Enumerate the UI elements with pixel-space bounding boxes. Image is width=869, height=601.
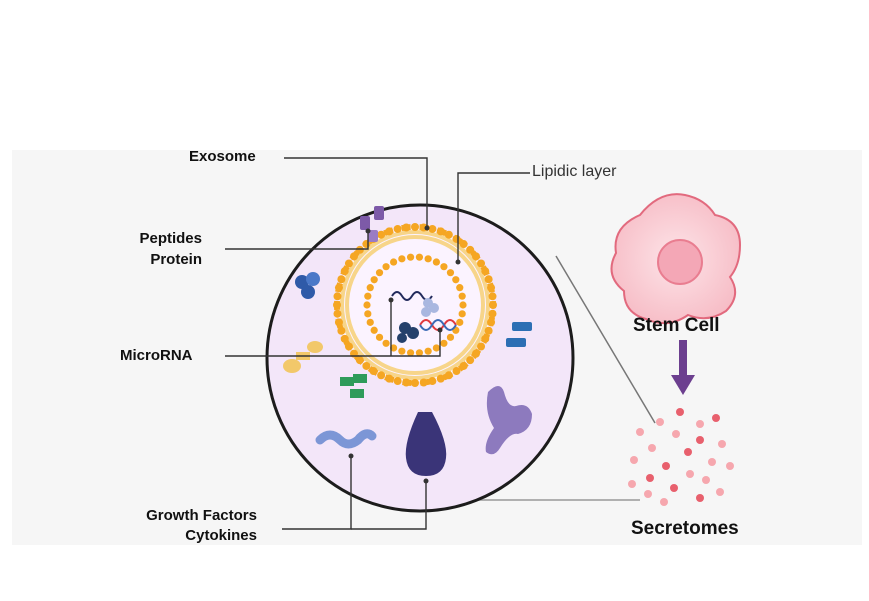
secretome-dot xyxy=(696,436,704,444)
secretome-particles xyxy=(628,408,734,506)
peptides-label: Peptides xyxy=(139,230,202,247)
protein-label: Protein xyxy=(150,251,202,268)
secretome-dot xyxy=(684,448,692,456)
green-receptor-icon xyxy=(340,374,367,398)
exosome xyxy=(333,223,497,387)
secretome-dot xyxy=(726,462,734,470)
protein-cluster-icon xyxy=(397,298,439,343)
secretome-dot xyxy=(672,430,680,438)
secretome-dot xyxy=(630,456,638,464)
membrane-protein-icon xyxy=(360,206,384,242)
down-arrow-icon xyxy=(671,340,695,395)
peptides-leader xyxy=(225,231,369,250)
lipidic-layer-leader xyxy=(457,172,530,262)
cytokines-leader xyxy=(351,481,427,530)
secretome-dot xyxy=(656,418,664,426)
growth-factor-icon xyxy=(315,429,377,449)
secretome-dot xyxy=(712,414,720,422)
secretomes-label: Secretomes xyxy=(631,518,739,539)
secretome-dot xyxy=(696,420,704,428)
secretome-dot xyxy=(662,462,670,470)
lipidic-layer-label: Lipidic layer xyxy=(532,163,617,180)
secretome-dot xyxy=(708,458,716,466)
secretome-dot xyxy=(660,498,668,506)
secretome-dot xyxy=(636,428,644,436)
secretome-dot xyxy=(676,408,684,416)
exosome-label: Exosome xyxy=(189,148,256,165)
microrna-leader xyxy=(225,330,441,357)
secretome-dot xyxy=(686,470,694,478)
zoom-line-upper xyxy=(555,255,656,424)
stem-cell-label: Stem Cell xyxy=(633,315,720,336)
secretome-dot xyxy=(716,488,724,496)
nucleus-icon xyxy=(657,239,703,285)
secretome-dot xyxy=(628,480,636,488)
secretome-dot xyxy=(718,440,726,448)
cytokines-label: Cytokines xyxy=(185,527,257,544)
secretome-dot xyxy=(648,444,656,452)
blue-receptor-icon xyxy=(506,322,532,347)
blue-protein-icon xyxy=(295,272,320,299)
secretome-dot xyxy=(670,484,678,492)
exosome-leader xyxy=(284,157,428,228)
secretome-dot xyxy=(644,490,652,498)
secretome-dot xyxy=(696,494,704,502)
cytokine-icon xyxy=(405,412,447,476)
secretome-dot xyxy=(702,476,710,484)
purple-protein-icon xyxy=(485,386,532,455)
microrna-label: MicroRNA xyxy=(120,347,193,364)
growth-factors-label: Growth Factors xyxy=(146,507,257,524)
secretome-dot xyxy=(646,474,654,482)
